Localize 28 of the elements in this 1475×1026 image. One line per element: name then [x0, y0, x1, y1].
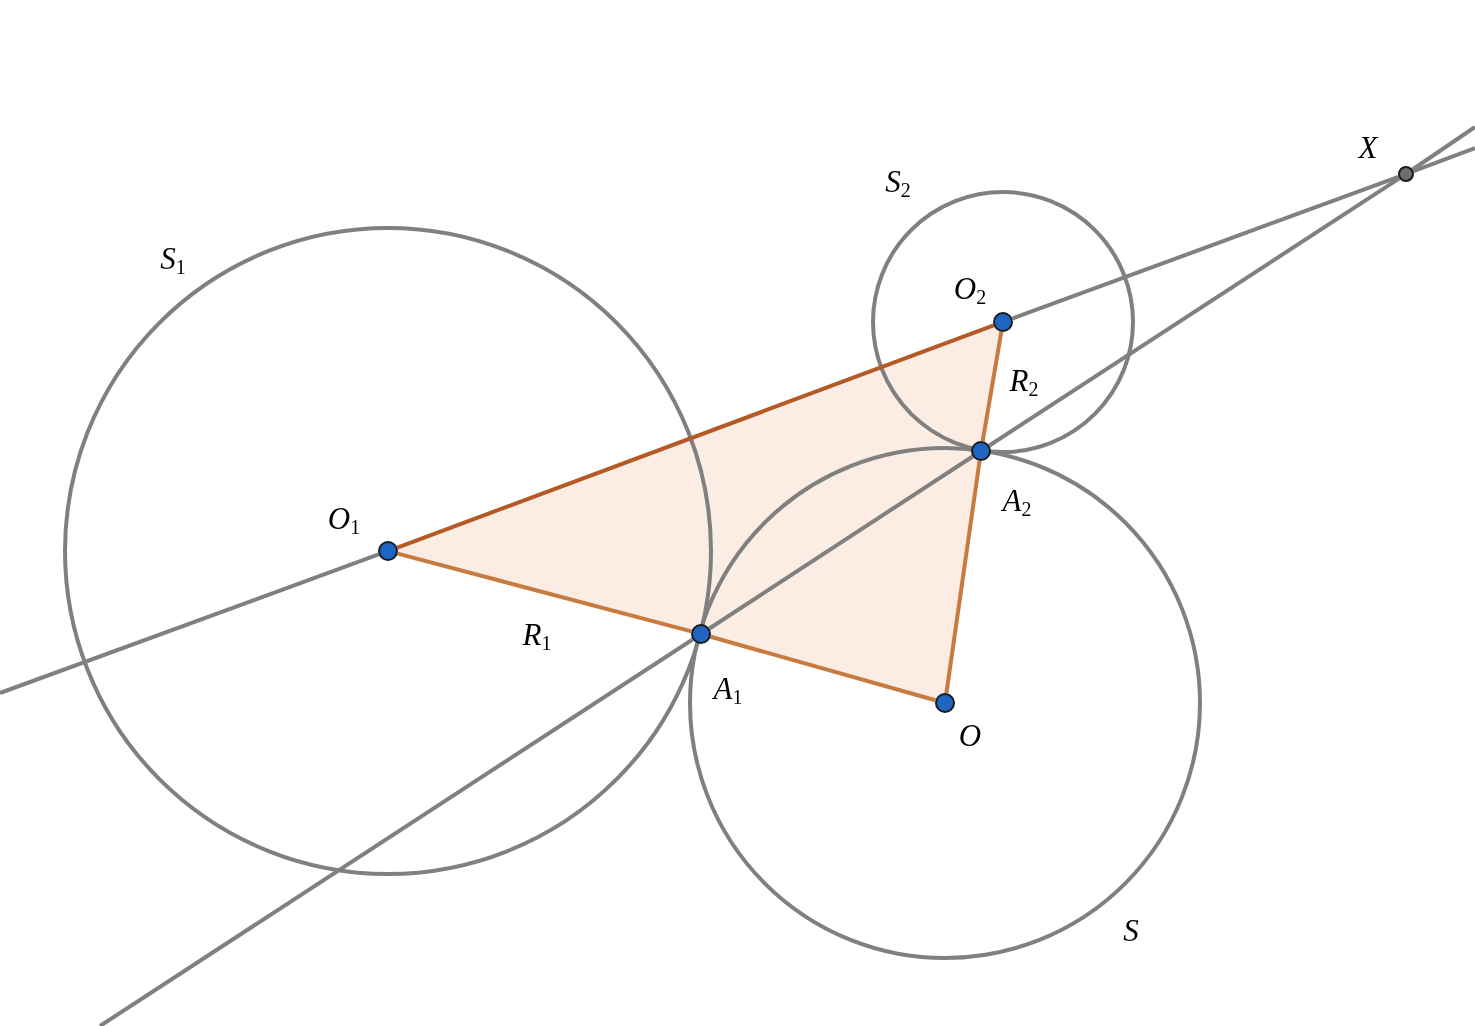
- line: [1411, 125, 1475, 172]
- line: [1412, 146, 1475, 174]
- line: [98, 637, 694, 1026]
- triangle-side: [980, 331, 1004, 442]
- line: [988, 176, 1401, 448]
- line: [1011, 174, 1400, 321]
- point-label: A$_{2}$: [1002, 485, 1032, 519]
- point-marker: [971, 441, 991, 461]
- line: [0, 552, 380, 695]
- point-label: X: [1358, 131, 1378, 163]
- radius-label: R$_{1}$: [522, 619, 552, 653]
- triangle-side: [397, 551, 692, 634]
- triangle-side: [944, 460, 982, 694]
- radius-label: R$_{2}$: [1009, 365, 1039, 399]
- line: [708, 454, 974, 631]
- point-label: O$_{1}$: [327, 503, 361, 537]
- circle-label: S: [1123, 914, 1139, 946]
- point-marker: [935, 693, 955, 713]
- triangle-side: [396, 323, 995, 550]
- triangle-side: [710, 634, 936, 703]
- circle-label: S$_{2}$: [885, 166, 911, 200]
- point-marker: [993, 312, 1013, 332]
- point-marker: [378, 541, 398, 561]
- point-marker: [1398, 166, 1414, 182]
- circle-label: S$_{1}$: [160, 243, 186, 277]
- point-label: A$_{1}$: [713, 673, 743, 707]
- point-label: O: [958, 719, 982, 751]
- point-label: O$_{2}$: [953, 273, 987, 307]
